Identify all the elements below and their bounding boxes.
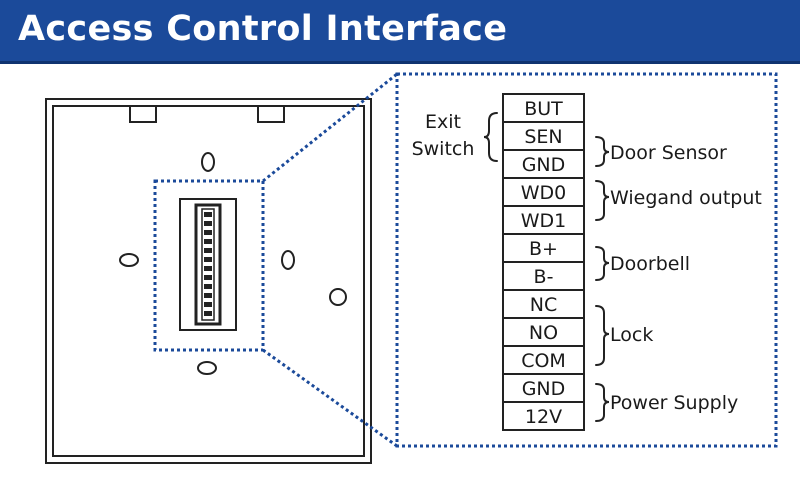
connector-pin <box>204 302 212 307</box>
label-power-supply: Power Supply <box>610 392 738 414</box>
label-wiegand-output: Wiegand output <box>610 187 762 209</box>
terminal-label: 12V <box>525 406 562 428</box>
terminal-label: B- <box>534 266 554 288</box>
terminal-label: NO <box>529 322 558 344</box>
zoom-line <box>262 348 398 448</box>
connector-pin <box>204 212 212 217</box>
terminal-label: GND <box>522 154 566 176</box>
terminal-label: SEN <box>524 126 562 148</box>
connector-pins <box>204 212 212 316</box>
header-banner: Access Control Interface <box>0 0 800 64</box>
connector-pin <box>204 230 212 235</box>
connector-pin <box>204 311 212 316</box>
terminal-label: B+ <box>529 238 558 260</box>
label-door-sensor: Door Sensor <box>610 142 727 164</box>
connector-pin <box>204 239 212 244</box>
terminal-highlight-box <box>153 179 265 352</box>
label-exit-switch-line1: Exit <box>425 111 461 133</box>
screw-hole <box>119 253 139 267</box>
brace-power-supply <box>595 383 610 422</box>
screw-hole <box>197 361 217 375</box>
zoom-line <box>262 72 398 183</box>
device-panel <box>45 98 372 464</box>
label-lock: Lock <box>610 324 653 346</box>
brace-door-sensor <box>595 136 610 167</box>
terminal-connector <box>179 198 237 331</box>
connector-pin <box>204 221 212 226</box>
connector-pin <box>204 284 212 289</box>
brace-wiegand-output <box>595 180 610 221</box>
connector-pin <box>204 275 212 280</box>
connector-pin <box>204 266 212 271</box>
connector-pin <box>204 257 212 262</box>
terminal-label: BUT <box>524 98 563 120</box>
brace-lock <box>595 305 610 366</box>
terminal-label: WD1 <box>521 210 567 232</box>
terminal-label: WD0 <box>521 182 567 204</box>
terminal-label: NC <box>530 294 557 316</box>
screw-hole <box>201 152 215 172</box>
terminal-label: COM <box>521 350 566 372</box>
connector-pin <box>204 293 212 298</box>
screw-hole <box>281 250 295 270</box>
mounting-tab <box>257 105 285 123</box>
label-exit-switch-line2: Switch <box>412 138 475 160</box>
brace-doorbell <box>595 246 610 281</box>
brace-exit-switch <box>483 112 498 162</box>
screw-hole <box>329 288 347 306</box>
zoom-panel <box>395 72 778 448</box>
page-title: Access Control Interface <box>18 9 508 49</box>
terminal-label: GND <box>522 378 566 400</box>
connector-pin <box>204 248 212 253</box>
label-doorbell: Doorbell <box>610 253 690 275</box>
mounting-tab <box>129 105 157 123</box>
